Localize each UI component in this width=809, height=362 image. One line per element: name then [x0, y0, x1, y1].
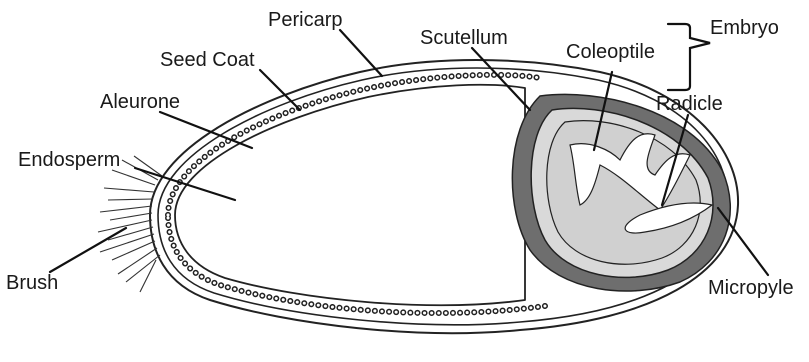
pericarp-leader	[340, 30, 382, 76]
micropyle-leader	[718, 208, 768, 275]
brush-hairs	[98, 156, 162, 292]
label-aleurone: Aleurone	[100, 91, 180, 113]
label-pericarp: Pericarp	[268, 9, 342, 31]
label-endosperm: Endosperm	[18, 149, 120, 171]
endosperm-leader	[135, 168, 235, 200]
label-coleoptile: Coleoptile	[566, 41, 655, 63]
embryo-bracket	[668, 24, 710, 90]
label-radicle: Radicle	[656, 93, 723, 115]
label-embryo: Embryo	[710, 17, 779, 39]
brush-leader	[50, 228, 126, 272]
seed-coat-leader	[260, 70, 300, 110]
aleurone-leader	[160, 112, 252, 148]
label-scutellum: Scutellum	[420, 27, 508, 49]
endosperm-outline	[175, 85, 525, 305]
scutellum-leader	[472, 48, 530, 110]
label-micropyle: Micropyle	[708, 277, 794, 299]
label-seed-coat: Seed Coat	[160, 49, 255, 71]
label-brush: Brush	[6, 272, 58, 294]
